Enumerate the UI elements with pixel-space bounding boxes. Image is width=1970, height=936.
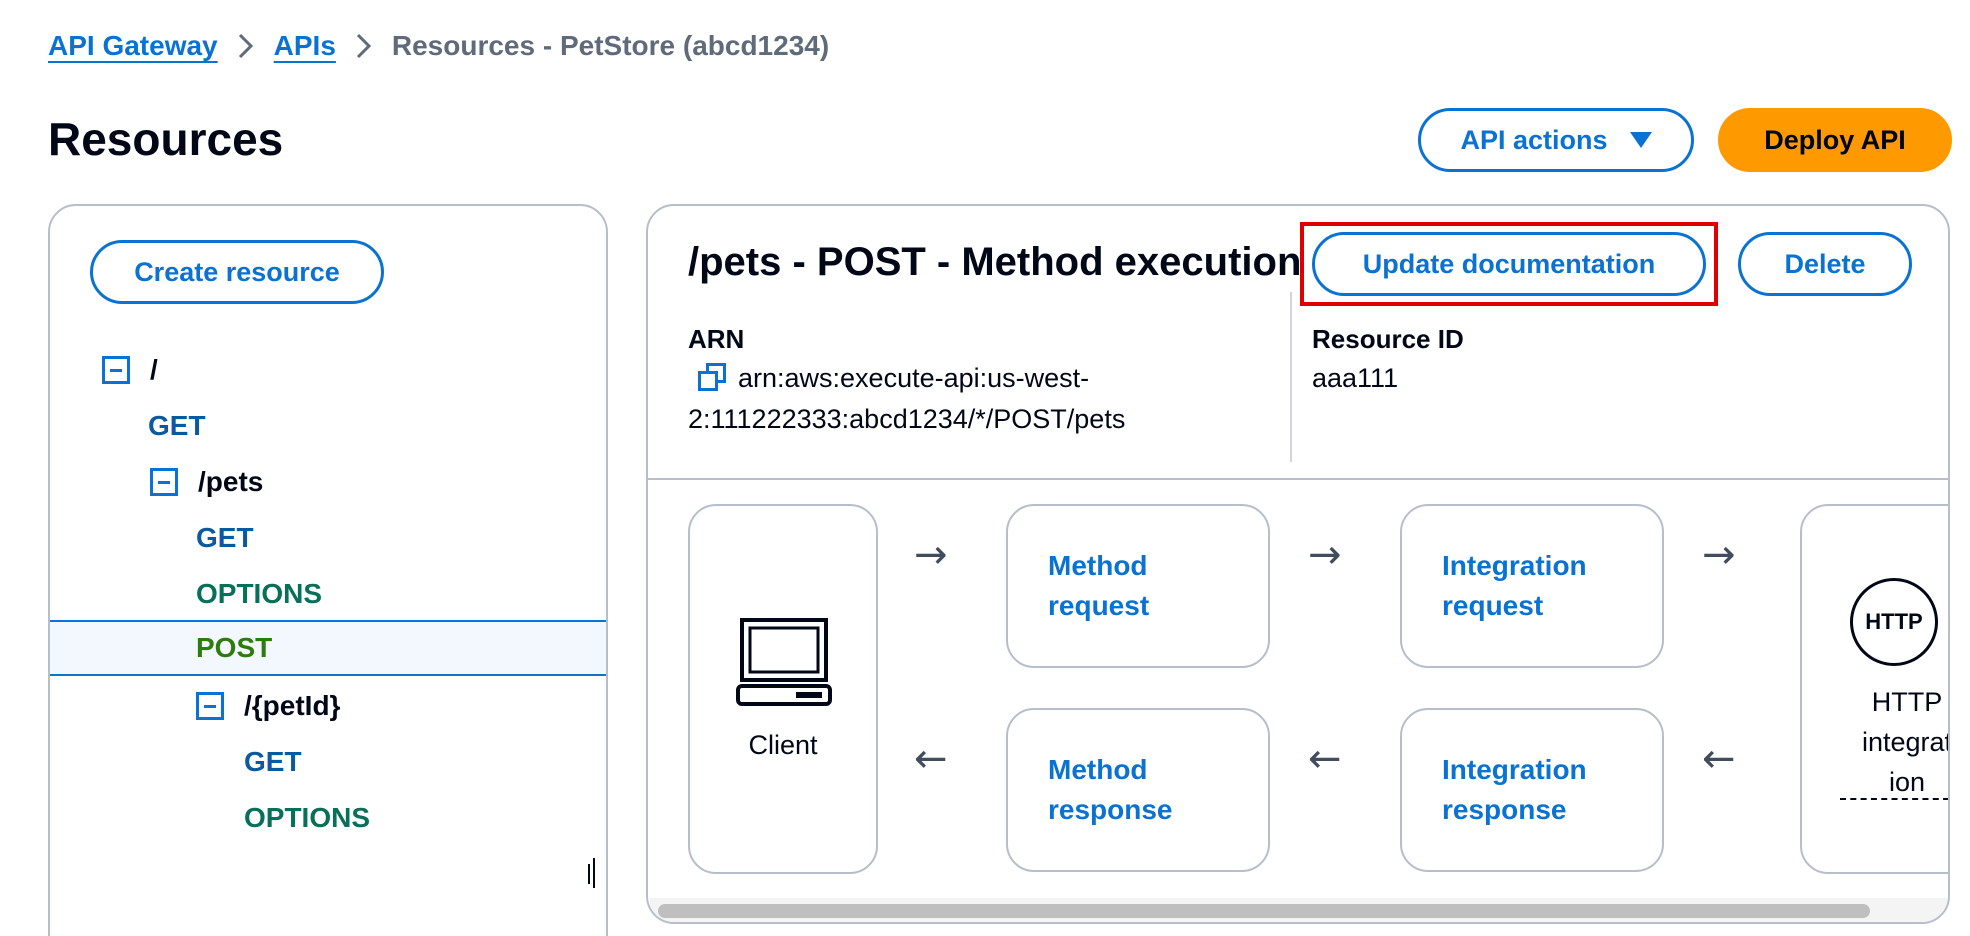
method-label: OPTIONS [196,578,323,609]
collapse-icon[interactable] [196,692,224,720]
integration-request-link[interactable]: Integration request [1442,546,1587,626]
http-integration-label: HTTP integrat ion [1832,682,1950,802]
resource-id-value: aaa111 [1312,363,1399,393]
link-text: response [1048,794,1173,825]
arn-value: arn:aws:execute-api:us-west- 2:111222333… [688,358,1125,440]
page-title: Resources [48,113,284,165]
arn-line2: 2:111222333:abcd1234/*/POST/pets [688,404,1126,434]
resource-id-label: Resource ID [1312,324,1464,354]
arrow-left-icon: ← [1308,736,1342,782]
tree-node-petid[interactable]: /{petId} [50,678,606,734]
arrow-right-icon: → [914,532,948,578]
arn-line1: arn:aws:execute-api:us-west- [738,363,1090,393]
tree-method-petid-get[interactable]: GET [50,734,606,790]
horizontal-scrollbar[interactable] [650,898,1948,922]
tree-node-pets[interactable]: /pets [50,454,606,510]
arrow-left-icon: ← [914,736,948,782]
deploy-api-button[interactable]: Deploy API [1718,108,1952,172]
integration-request-card[interactable]: Integration request [1400,504,1664,668]
scrollbar-thumb[interactable] [658,904,1870,918]
copy-icon[interactable] [698,363,726,391]
breadcrumb-api-gateway[interactable]: API Gateway [48,30,218,61]
api-actions-label: API actions [1460,124,1608,155]
link-text: Method [1048,550,1148,581]
method-label: GET [244,746,302,777]
resource-path-root: / [150,354,158,385]
method-label: GET [148,410,206,441]
label-text: integrat [1861,727,1950,757]
caret-down-icon [1629,132,1652,148]
update-documentation-button[interactable]: Update documentation [1312,232,1706,296]
resource-path-pets: /pets [198,466,264,497]
tree-method-petid-options[interactable]: OPTIONS [50,790,606,846]
method-response-link[interactable]: Method response [1048,750,1173,830]
method-request-card[interactable]: Method request [1006,504,1270,668]
link-text: Integration [1442,754,1587,785]
arrow-left-icon: ← [1702,736,1736,782]
tree-method-pets-get[interactable]: GET [50,510,606,566]
api-actions-dropdown[interactable]: API actions [1418,108,1694,172]
highlight-box [1300,222,1718,306]
arrow-right-icon: → [1308,532,1342,578]
arrow-right-icon: → [1702,532,1736,578]
integration-response-link[interactable]: Integration response [1442,750,1587,830]
tree-method-root-get[interactable]: GET [50,398,606,454]
http-integration-card: HTTP HTTP integrat ion [1800,504,1950,874]
link-text: request [1442,590,1544,621]
method-label: POST [196,632,273,663]
resource-tree-panel: Create resource / GET /pets GET OPTIONS … [48,204,608,936]
integration-response-card[interactable]: Integration response [1400,708,1664,872]
label-text: HTTP [1871,687,1943,717]
arn-label: ARN [688,324,745,354]
breadcrumb-apis[interactable]: APIs [273,30,336,61]
create-resource-button[interactable]: Create resource [90,240,384,304]
tree-method-pets-options[interactable]: OPTIONS [50,566,606,622]
divider [1290,292,1292,462]
link-text: response [1442,794,1567,825]
breadcrumb: API Gateway APIs Resources - PetStore (a… [48,30,829,62]
method-execution-panel: /pets - POST - Method execution Update d… [646,204,1950,924]
method-request-link[interactable]: Method request [1048,546,1149,626]
link-text: Method [1048,754,1148,785]
breadcrumb-current: Resources - PetStore (abcd1234) [391,30,830,61]
client-label: Client [748,730,818,760]
link-text: Integration [1442,550,1587,581]
method-response-card[interactable]: Method response [1006,708,1270,872]
method-execution-title: /pets - POST - Method execution [688,240,1302,284]
client-card: Client [688,504,878,874]
monitor-icon [736,618,832,706]
http-icon: HTTP [1850,578,1938,666]
tree-method-pets-post[interactable]: POST [50,620,606,676]
method-label: GET [196,522,254,553]
label-text: ion [1888,767,1926,797]
tree-node-root[interactable]: / [50,342,606,398]
collapse-icon[interactable] [150,468,178,496]
delete-button[interactable]: Delete [1738,232,1912,296]
resource-path-petid: /{petId} [244,690,341,721]
chevron-right-icon [218,32,274,60]
method-label: OPTIONS [244,802,371,833]
divider [648,478,1948,480]
resize-handle-icon[interactable] [588,854,598,888]
link-text: request [1048,590,1150,621]
dashed-underline [1840,798,1948,800]
collapse-icon[interactable] [102,356,130,384]
chevron-right-icon [336,32,392,60]
